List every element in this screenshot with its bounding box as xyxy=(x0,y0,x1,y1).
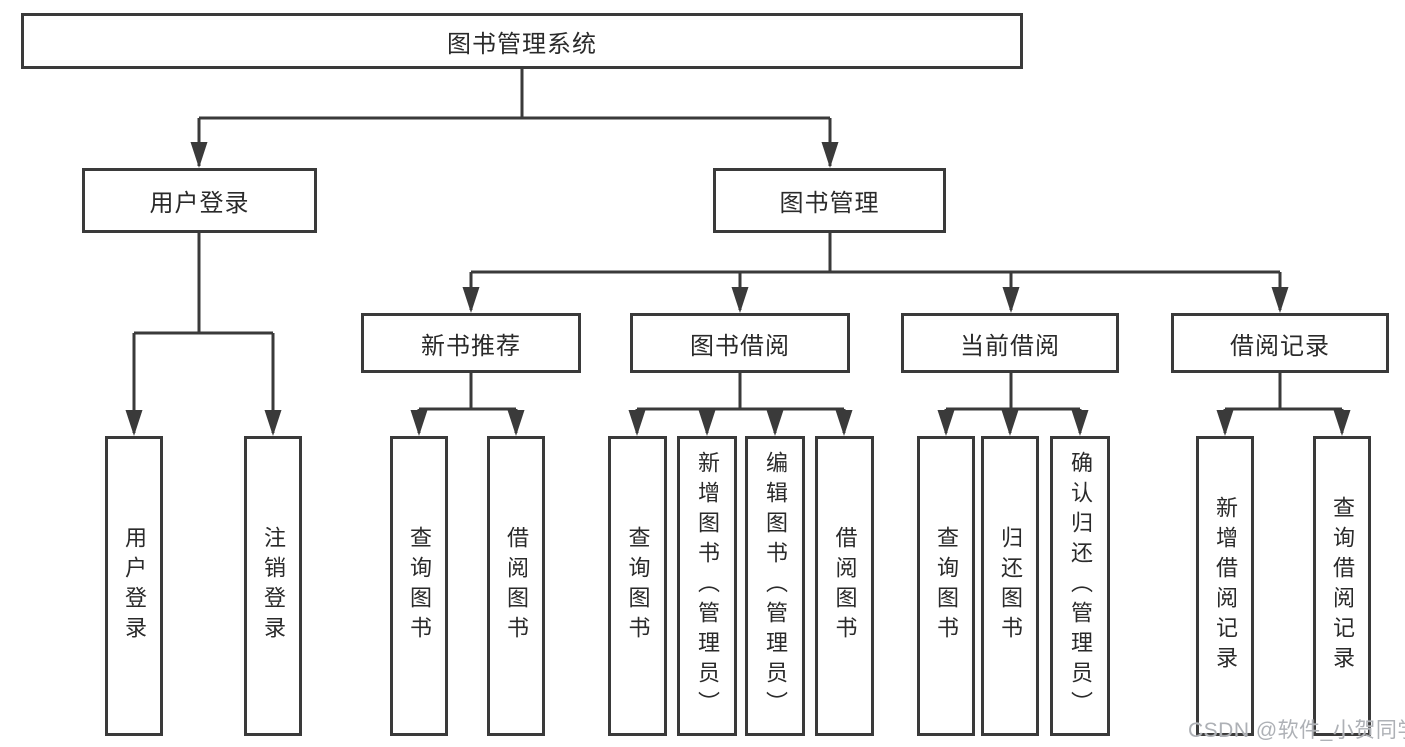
leaf-current-return-books: 归还图书 xyxy=(981,436,1039,736)
leaf-user-login: 用户登录 xyxy=(105,436,163,736)
node-label: 编辑图书（管理员） xyxy=(763,451,788,721)
node-current-borrowing: 当前借阅 xyxy=(901,313,1119,373)
node-book-management: 图书管理 xyxy=(713,168,946,233)
node-library-management-system: 图书管理系统 xyxy=(21,13,1023,69)
node-new-book-recommend: 新书推荐 xyxy=(361,313,581,373)
arrowhead xyxy=(190,142,208,168)
arrowhead xyxy=(1271,287,1289,313)
arrowhead xyxy=(628,410,646,436)
node-label: 查询图书 xyxy=(934,526,959,646)
tree-edges xyxy=(132,69,1344,433)
arrowhead xyxy=(462,287,480,313)
arrowhead xyxy=(731,287,749,313)
node-label: 查询图书 xyxy=(625,526,651,646)
leaf-records-query-borrow-record: 查询借阅记录 xyxy=(1313,436,1371,736)
csdn-watermark: CSDN @软件_小贺同学 xyxy=(1188,719,1405,742)
node-label: 查询借阅记录 xyxy=(1330,496,1355,676)
node-label: 归还图书 xyxy=(998,526,1023,646)
leaf-current-confirm-return-admin: 确认归还（管理员） xyxy=(1050,436,1110,736)
node-label: 新书推荐 xyxy=(421,332,521,360)
node-label: 用户登录 xyxy=(122,526,147,646)
arrowheads xyxy=(125,142,1351,436)
node-label: 确认归还（管理员） xyxy=(1068,451,1093,721)
arrowhead xyxy=(698,410,716,436)
arrowhead xyxy=(937,410,955,436)
node-label: 新增图书（管理员） xyxy=(695,451,720,721)
arrowhead xyxy=(1001,410,1019,436)
arrowhead xyxy=(766,410,784,436)
leaf-borrow-add-books-admin: 新增图书（管理员） xyxy=(677,436,737,736)
arrowhead xyxy=(1002,287,1020,313)
leaf-records-add-borrow-record: 新增借阅记录 xyxy=(1196,436,1254,736)
leaf-borrow-query-books: 查询图书 xyxy=(608,436,667,736)
node-label: 查询图书 xyxy=(407,526,432,646)
node-label: 图书借阅 xyxy=(690,332,790,360)
node-label: 当前借阅 xyxy=(960,332,1060,360)
arrowhead xyxy=(264,410,282,436)
arrowhead xyxy=(507,410,525,436)
node-label: 借阅记录 xyxy=(1230,332,1330,360)
node-label: 用户登录 xyxy=(149,190,250,217)
arrowhead xyxy=(1333,410,1351,436)
leaf-current-query-books: 查询图书 xyxy=(917,436,975,736)
node-label: 借阅图书 xyxy=(504,526,529,646)
arrowhead xyxy=(410,410,428,436)
leaf-borrow-edit-books-admin: 编辑图书（管理员） xyxy=(745,436,805,736)
arrowhead xyxy=(821,142,839,168)
node-label: 图书管理系统 xyxy=(447,30,597,58)
node-label: 借阅图书 xyxy=(832,526,858,646)
leaf-logout-login: 注销登录 xyxy=(244,436,302,736)
node-label: 新增借阅记录 xyxy=(1213,496,1238,676)
node-label: 图书管理 xyxy=(779,190,880,217)
leaf-newbook-borrow-books: 借阅图书 xyxy=(487,436,545,736)
node-label: 注销登录 xyxy=(261,526,286,646)
arrowhead xyxy=(1071,410,1089,436)
node-user-login: 用户登录 xyxy=(82,168,317,233)
arrowhead xyxy=(835,410,853,436)
leaf-newbook-query-books: 查询图书 xyxy=(390,436,448,736)
arrowhead xyxy=(1216,410,1234,436)
node-borrowing-records: 借阅记录 xyxy=(1171,313,1389,373)
leaf-borrow-borrow-books: 借阅图书 xyxy=(815,436,874,736)
node-book-borrowing: 图书借阅 xyxy=(630,313,850,373)
arrowhead xyxy=(125,410,143,436)
